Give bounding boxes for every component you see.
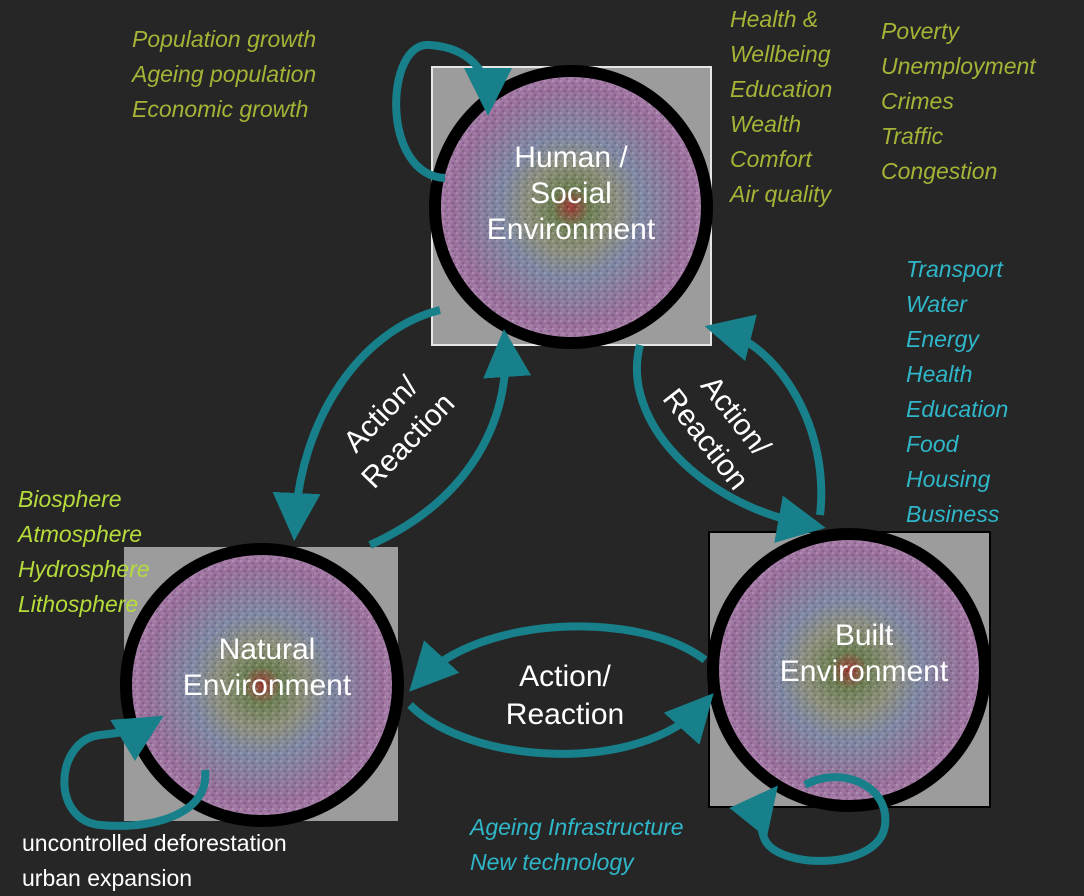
label-built-line2: Environment xyxy=(779,655,949,688)
natural-spheres-item: Hydrosphere xyxy=(18,556,150,582)
human-negative-item: Traffic xyxy=(881,123,944,149)
node-human-social xyxy=(429,65,713,349)
ring-built xyxy=(707,528,991,812)
loop-arrow-natural xyxy=(60,715,210,830)
list-natural-drivers: uncontrolled deforestation urban expansio… xyxy=(22,826,287,896)
node-built xyxy=(707,528,991,812)
edge-nb-line1: Action/ xyxy=(519,660,611,693)
human-positive-item: Comfort xyxy=(730,146,812,172)
built-services-item: Education xyxy=(906,396,1009,422)
human-drivers-item: Ageing population xyxy=(132,61,317,87)
edge-nb-line2: Reaction xyxy=(505,698,625,731)
built-services-item: Housing xyxy=(906,466,991,492)
natural-spheres-item: Biosphere xyxy=(18,486,122,512)
label-built-line1: Built xyxy=(834,619,894,652)
human-positive-item: Wealth xyxy=(730,111,802,137)
loop-arrow-human xyxy=(392,40,512,182)
label-natural-line2: Environment xyxy=(182,669,352,702)
natural-spheres-item: Atmosphere xyxy=(18,521,143,547)
edge-label-natural-built: Action/ Reaction xyxy=(485,658,645,734)
natural-drivers-item: urban expansion xyxy=(22,865,193,891)
built-drivers-item: Ageing Infrastructure xyxy=(470,814,684,840)
natural-drivers-item: uncontrolled deforestation xyxy=(22,830,287,856)
arrow-built-to-human xyxy=(704,314,826,516)
ring-human xyxy=(429,65,713,349)
human-drivers-item: Population growth xyxy=(132,26,317,52)
label-human-social: Human / Social Environment xyxy=(471,140,671,248)
human-drivers-item: Economic growth xyxy=(132,96,309,122)
human-positive-item: Air quality xyxy=(730,181,831,207)
human-positive-item: Wellbeing xyxy=(730,41,831,67)
built-services-item: Energy xyxy=(906,326,979,352)
human-negative-item: Congestion xyxy=(881,158,998,184)
ring-natural xyxy=(120,543,404,827)
label-natural-line1: Natural xyxy=(218,633,316,666)
arrow-natural-to-human xyxy=(368,329,532,549)
loop-arrow-built xyxy=(729,773,890,865)
built-drivers-item: New technology xyxy=(470,849,634,875)
arrow-built-to-natural xyxy=(409,622,708,692)
human-negative-item: Poverty xyxy=(881,18,959,44)
label-human-line3: Environment xyxy=(486,213,656,246)
label-natural: Natural Environment xyxy=(142,632,392,704)
human-positive-item: Education xyxy=(730,76,833,102)
natural-spheres-item: Lithosphere xyxy=(18,591,139,617)
arrow-human-to-built xyxy=(632,343,826,543)
built-services-item: Business xyxy=(906,501,1000,527)
arrow-human-to-natural xyxy=(272,306,441,541)
arrow-natural-to-built xyxy=(407,693,714,758)
label-human-line2: Social xyxy=(530,177,612,210)
human-positive-item: Health & xyxy=(730,6,819,32)
label-built: Built Environment xyxy=(744,618,984,690)
built-services-item: Transport xyxy=(906,256,1003,282)
human-negative-item: Unemployment xyxy=(881,53,1036,79)
label-human-line1: Human / xyxy=(514,141,628,174)
built-services-item: Water xyxy=(906,291,967,317)
built-services-item: Health xyxy=(906,361,973,387)
built-services-item: Food xyxy=(906,431,959,457)
human-negative-item: Crimes xyxy=(881,88,954,114)
node-natural xyxy=(120,543,404,827)
